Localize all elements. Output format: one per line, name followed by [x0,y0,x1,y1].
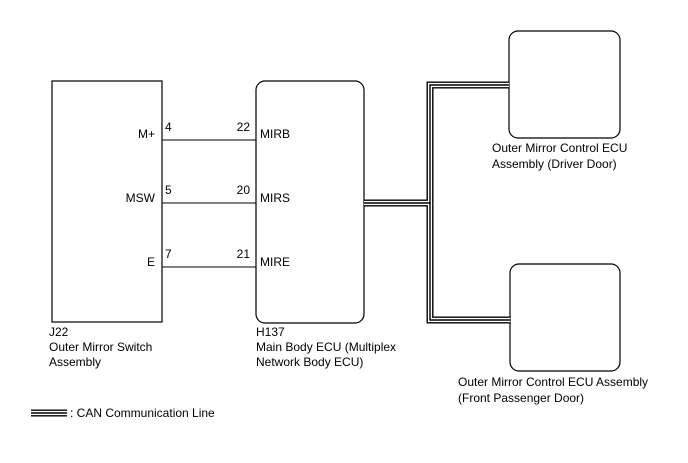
ecu-pin-label-mirs: MIRS [260,191,290,205]
switch-pin-number-4: 4 [165,120,172,134]
can-communication-line [364,81,510,324]
ecu-pin-number-22: 22 [237,120,251,134]
passenger-door-ecu-box [509,263,621,372]
switch-name-line2: Assembly [49,355,101,369]
ecu-pin-label-mire: MIRE [260,255,290,269]
switch-pin-label-m-plus: M+ [138,127,155,141]
main-ecu-name-line1: Main Body ECU (Multiplex [256,340,396,354]
driver-door-ecu-box [508,30,621,139]
passenger-ecu-name-line1: Outer Mirror Control ECU Assembly [458,375,648,389]
ecu-pin-number-20: 20 [237,183,251,197]
driver-ecu-name-line1: Outer Mirror Control ECU [492,141,627,155]
switch-pin-number-5: 5 [165,183,172,197]
legend: : CAN Communication Line [31,406,215,420]
legend-label: : CAN Communication Line [70,406,215,420]
switch-pin-label-msw: MSW [126,191,156,205]
ecu-pin-label-mirb: MIRB [260,127,290,141]
driver-ecu-name-line2: Assembly (Driver Door) [492,157,617,171]
main-ecu-name-line2: Network Body ECU) [256,355,363,369]
outer-mirror-switch-box [51,80,163,323]
switch-pin-number-7: 7 [165,247,172,261]
switch-name-line1: Outer Mirror Switch [49,340,152,354]
switch-code: J22 [49,325,69,339]
main-ecu-code: H137 [256,325,285,339]
passenger-ecu-name-line2: (Front Passenger Door) [458,391,584,405]
switch-pin-label-e: E [147,255,155,269]
ecu-pin-number-21: 21 [237,247,251,261]
